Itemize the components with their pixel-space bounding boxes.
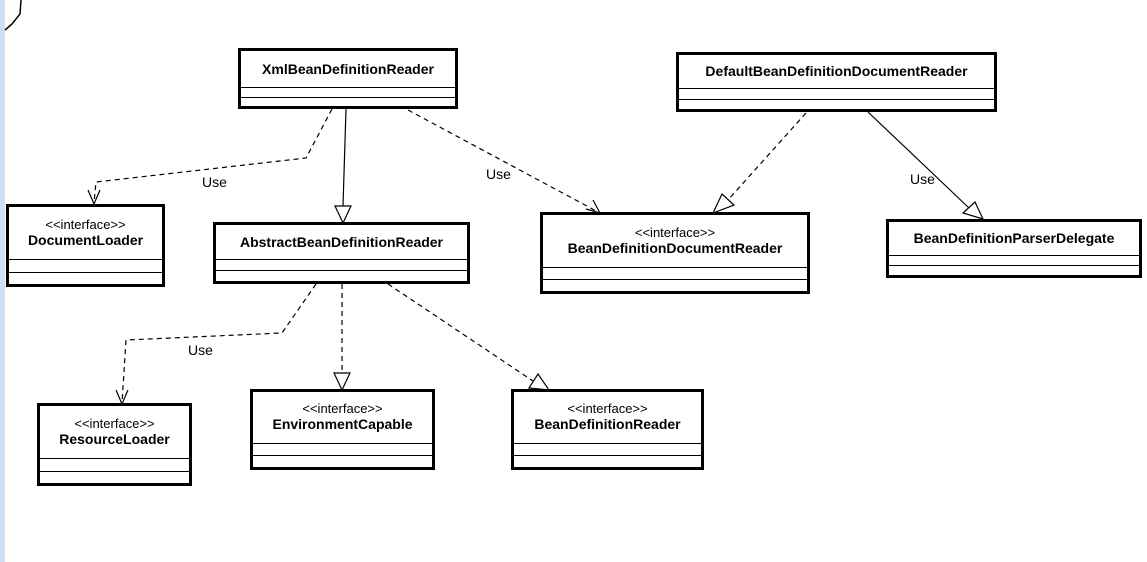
class-header: <<interface>> ResourceLoader [40,406,189,459]
relation-label: Use [486,166,511,182]
hollow-triangle-arrowhead [711,193,736,215]
association-default-to-delegate [867,111,970,209]
operations-compartment [9,273,162,285]
attributes-compartment [40,459,189,472]
interface-bean-definition-document-reader[interactable]: <<interface>> BeanDefinitionDocumentRead… [540,212,810,294]
class-name: AbstractBeanDefinitionReader [239,233,444,250]
class-name: DefaultBeanDefinitionDocumentReader [705,63,968,79]
stereotype-label: <<interface>> [567,401,648,416]
class-name: BeanDefinitionReader [534,416,681,432]
class-bean-definition-parser-delegate[interactable]: BeanDefinitionParserDelegate [886,219,1142,278]
relation-label: Use [202,174,227,190]
class-header: <<interface>> BeanDefinitionDocumentRead… [543,215,807,268]
operations-compartment [679,100,994,110]
left-edge-strip [0,0,5,562]
hollow-triangle-arrowhead [527,372,551,391]
relation-label: Use [910,171,935,187]
class-name: XmlBeanDefinitionReader [262,60,434,77]
class-xml-bean-definition-reader[interactable]: XmlBeanDefinitionReader [238,48,458,109]
class-name: DocumentLoader [27,231,144,248]
relation-label: Use [188,342,213,358]
attributes-compartment [679,89,994,100]
realization-default-to-docreader [727,112,807,201]
class-header: DefaultBeanDefinitionDocumentReader [679,55,994,89]
class-header: AbstractBeanDefinitionReader [216,225,467,260]
realization-abstract-to-beandefreader [387,283,534,382]
class-name: BeanDefinitionDocumentReader [567,239,783,256]
interface-document-loader[interactable]: <<interface>> DocumentLoader [6,204,165,287]
class-header: <<interface>> DocumentLoader [9,207,162,260]
dependency-xml-to-docreader [407,109,599,213]
corner-fragment [4,0,22,31]
class-name: EnvironmentCapable [272,416,413,432]
generalization-xml-to-abstract [342,108,347,207]
stereotype-label: <<interface>> [302,401,383,416]
interface-bean-definition-reader[interactable]: <<interface>> BeanDefinitionReader [511,389,704,470]
operations-compartment [241,98,455,107]
stereotype-label: <<interface>> [634,224,716,240]
operations-compartment [514,456,701,467]
operations-compartment [253,456,432,467]
interface-resource-loader[interactable]: <<interface>> ResourceLoader [37,403,192,486]
class-abstract-bean-definition-reader[interactable]: AbstractBeanDefinitionReader [213,222,470,284]
interface-environment-capable[interactable]: <<interface>> EnvironmentCapable [250,389,435,470]
attributes-compartment [889,256,1139,266]
attributes-compartment [543,268,807,280]
class-name: BeanDefinitionParserDelegate [913,230,1115,246]
dependency-abstract-to-resourceloader [121,283,317,404]
class-header: XmlBeanDefinitionReader [241,51,455,88]
hollow-triangle-arrowhead [333,372,351,392]
stereotype-label: <<interface>> [74,415,155,431]
class-header: <<interface>> EnvironmentCapable [253,392,432,444]
stereotype-label: <<interface>> [45,216,126,232]
hollow-triangle-arrowhead [334,205,352,225]
class-header: <<interface>> BeanDefinitionReader [514,392,701,444]
class-name: ResourceLoader [59,430,170,447]
dependency-xml-to-documentloader [93,108,333,204]
attributes-compartment [253,444,432,456]
class-default-bean-definition-document-reader[interactable]: DefaultBeanDefinitionDocumentReader [676,52,997,112]
operations-compartment [543,280,807,291]
operations-compartment [889,266,1139,275]
operations-compartment [216,271,467,281]
operations-compartment [40,472,189,484]
attributes-compartment [241,88,455,98]
attributes-compartment [216,260,467,271]
hollow-triangle-arrowhead [961,201,985,220]
class-header: BeanDefinitionParserDelegate [889,222,1139,256]
attributes-compartment [9,260,162,273]
attributes-compartment [514,444,701,456]
